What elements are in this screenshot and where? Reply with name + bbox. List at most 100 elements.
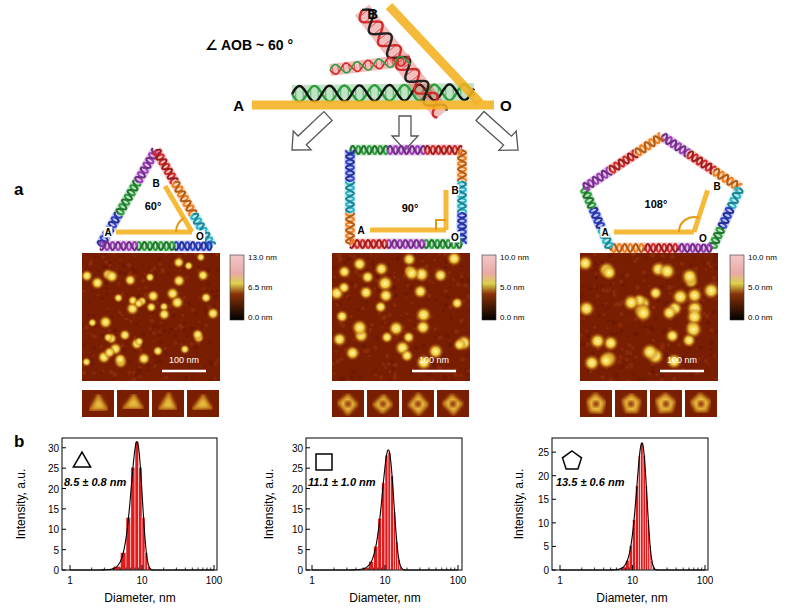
- afm-particle: [82, 269, 93, 282]
- afm-texture: [710, 353, 713, 356]
- afm-texture: [631, 253, 636, 256]
- color-bar: [730, 255, 744, 320]
- afm-texture: [446, 295, 450, 299]
- afm-texture: [161, 269, 165, 273]
- afm-texture: [393, 363, 398, 368]
- afm-texture: [451, 378, 453, 380]
- afm-texture: [206, 283, 209, 286]
- minor-tick: [176, 568, 177, 571]
- tick-label: 20: [292, 483, 303, 494]
- point-label: O: [450, 232, 460, 243]
- minor-tick: [625, 568, 626, 571]
- helix-core: [137, 241, 174, 252]
- afm-texture: [707, 363, 710, 366]
- afm-texture: [89, 259, 92, 262]
- major-tick: [312, 565, 313, 570]
- afm-particle: [381, 331, 394, 344]
- figure-part: [623, 395, 639, 412]
- afm-particle: [681, 333, 696, 348]
- plot-frame: [306, 438, 462, 570]
- major-tick: [62, 447, 66, 448]
- square-structure: [346, 146, 466, 248]
- fit-curve: [312, 450, 458, 570]
- afm-texture: [698, 357, 701, 360]
- afm-particle: [648, 286, 662, 300]
- afm-texture: [660, 378, 664, 381]
- minor-tick: [113, 568, 114, 571]
- angle-arc: [679, 217, 699, 232]
- minor-tick: [654, 568, 655, 571]
- arrows: [292, 112, 518, 151]
- helix-core: [345, 150, 356, 181]
- minor-tick: [616, 568, 617, 571]
- major-tick: [62, 529, 66, 530]
- afm-texture: [406, 313, 408, 315]
- afm-texture: [144, 286, 147, 289]
- minor-tick: [363, 568, 364, 571]
- afm-texture: [202, 287, 206, 291]
- afm-texture: [337, 254, 342, 259]
- afm-particle: [658, 262, 676, 280]
- tick-label: 20: [48, 483, 59, 494]
- tick-label: 0: [297, 565, 303, 576]
- afm-texture: [580, 334, 583, 337]
- afm-texture: [155, 361, 158, 364]
- afm-texture: [615, 332, 618, 335]
- point-label: O: [500, 98, 512, 115]
- afm-texture: [421, 260, 424, 263]
- afm-texture: [361, 343, 366, 348]
- point-label: O: [195, 231, 205, 242]
- dna-strand: [350, 146, 387, 154]
- scale-label: 100 nm: [419, 356, 449, 366]
- minor-tick: [130, 568, 131, 571]
- afm-texture: [606, 289, 610, 293]
- afm-texture: [643, 325, 648, 330]
- figure-part: [152, 390, 184, 417]
- afm-texture: [644, 274, 648, 278]
- histogram-bar: [374, 546, 378, 570]
- afm-texture: [215, 268, 220, 273]
- figure-part: [663, 401, 669, 407]
- afm-texture: [693, 255, 695, 257]
- dna-strand: [330, 56, 411, 72]
- tick-label: 25: [48, 463, 59, 474]
- afm-texture: [118, 258, 121, 261]
- figure-part: [345, 401, 351, 407]
- afm-texture: [146, 368, 149, 371]
- minor-tick: [192, 568, 193, 571]
- afm-texture: [164, 253, 167, 255]
- dna-strand: [137, 242, 174, 250]
- helix-core: [610, 243, 644, 254]
- dna-strand: [636, 136, 665, 153]
- dna-strand: [100, 242, 137, 250]
- afm-particle: [665, 328, 680, 343]
- helix-core: [644, 243, 678, 254]
- afm-texture: [427, 299, 429, 301]
- afm-texture: [633, 332, 637, 336]
- afm-texture: [459, 374, 463, 378]
- tick-label: 10: [538, 517, 549, 528]
- minor-tick: [185, 568, 186, 571]
- afm-texture: [702, 300, 704, 302]
- afm-texture: [103, 253, 106, 255]
- process-arrow: [476, 112, 518, 151]
- afm-texture: [392, 303, 394, 305]
- axis-title: Intensity, a.u.: [513, 469, 526, 539]
- afm-texture: [708, 372, 710, 374]
- afm-texture: [157, 333, 161, 337]
- angle-bar: [165, 186, 192, 232]
- point-label: A: [233, 98, 244, 115]
- afm-texture: [381, 327, 383, 329]
- minor-tick: [355, 568, 356, 571]
- figure-part: [628, 401, 634, 407]
- major-tick: [552, 452, 556, 453]
- afm-texture: [397, 278, 399, 280]
- afm-texture: [156, 302, 159, 305]
- tick-label: 1: [67, 575, 73, 586]
- afm-texture: [438, 335, 443, 340]
- tick-label: 0: [53, 565, 59, 576]
- afm-texture: [194, 312, 197, 315]
- afm-texture: [649, 284, 652, 287]
- afm-texture: [618, 302, 623, 307]
